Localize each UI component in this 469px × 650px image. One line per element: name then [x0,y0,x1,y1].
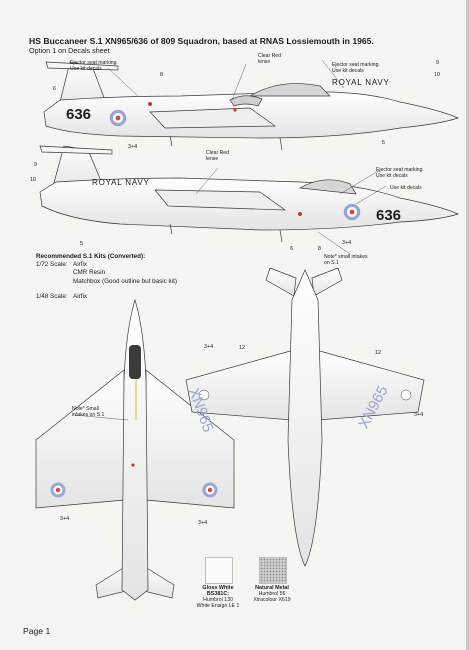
red-lens-upper [131,463,135,467]
callout-ejector-1: Ejector seat marking.Use kit decals [70,60,118,72]
callout-text: on S.1 [324,260,339,266]
kit-row: Matchbox (Good outline but basic kit) [36,278,177,286]
ref-12-a: 12 [239,345,245,351]
royal-navy-marking-1: ROYAL NAVY [332,78,390,87]
plan-view-upper [35,298,235,601]
kit-row: CMR Resin [36,269,177,277]
kits-heading: Recommended S.1 Kits (Converted): [36,253,146,260]
callout-use-kit-2: Use kit decals [390,185,422,191]
ref-10-b: 10 [30,177,36,183]
page-number: Page 1 [23,626,51,636]
ref-34-f: 3+4 [198,520,208,526]
callout-text: lense [206,156,219,162]
ref-34-c: 3+4 [204,344,214,350]
leader-lines [73,59,387,421]
ref-34-a: 3+4 [128,144,138,150]
roundel-lower-left [198,389,210,401]
kit-name: Airfix [73,292,87,300]
callout-text: Clear Red [258,53,281,59]
side-view-port [43,61,459,151]
ref-34-b: 3+4 [342,240,352,246]
callout-ejector-2: Ejector seat marking.Use kit decals [376,167,424,179]
swatch-metal-caption: Natural Metal Humbrol 56 Xtracolour X619 [237,585,307,603]
page-edge-shadow [466,0,469,650]
red-lens-port-2 [233,108,237,112]
roundel-upper-right [202,482,218,498]
ref-34-e: 3+4 [60,516,70,522]
ref-8-b: 8 [318,246,321,252]
callout-text: intakes on S.1 [72,412,105,418]
callout-text: Ejector seat marking. [376,167,424,173]
callout-use-kit-1: Ejector seat marking.Use kit decals [332,62,380,74]
ref-9: 9 [436,60,439,66]
page-subtitle: Option 1 on Decals sheet [29,46,110,55]
swatch-white-line2: White Ensign LE 1 [196,603,240,609]
red-lens-starboard [298,212,302,216]
kit-name: Matchbox (Good outline but basic kit) [73,277,177,285]
roundel-side-starboard [343,203,361,221]
ref-10: 10 [434,72,440,78]
callout-text: Ejector seat marking. [332,62,380,68]
callout-text: lense [258,59,271,65]
swatch-white-line1: Humbrol 130 [203,597,233,603]
kit-name: CMR Resin [73,269,106,277]
ref-34-d: 3+4 [414,412,424,418]
ref-8: 8 [160,72,163,78]
swatch-metal-line2: Xtracolour X619 [253,597,291,603]
plan-view-lower [185,267,425,567]
side-view-starboard [39,145,459,243]
callout-text: Note* small intakes [324,254,368,260]
swatch-gloss-white [205,557,233,584]
canopy-upper [129,345,141,379]
swatch-white-code: BS381C: [206,591,230,597]
callout-text: Use kit decals [70,66,102,72]
swatch-white-name: Gloss White [202,585,234,591]
roundel-side-port [109,109,127,127]
kit-row: 1/72 Scale: Airfix [36,261,177,269]
ref-5: 5 [382,140,385,146]
kit-name: Airfix [73,261,87,269]
callout-text: Use kit decals [332,68,364,74]
ref-6-b: 6 [290,246,293,252]
code-636-port: 636 [66,106,92,123]
swatch-white-caption: Gloss White BS381C: Humbrol 130 White En… [183,585,253,609]
callout-text: Note* Small [72,406,99,412]
royal-navy-marking-2: ROYAL NAVY [92,178,150,187]
ref-5-b: 5 [80,241,83,247]
kit-row: 1/48 Scale: Airfix [36,293,177,301]
page-title: HS Buccaneer S.1 XN965/636 of 809 Squadr… [29,36,374,46]
swatch-metal-line1: Humbrol 56 [258,591,286,597]
roundel-lower-right [400,389,412,401]
callout-text: Clear Red [206,150,229,156]
callout-text: Use kit decals [376,173,408,179]
red-lens-port [148,102,152,106]
ref-6: 6 [53,86,56,92]
code-636-starboard: 636 [376,207,402,224]
swatch-natural-metal [259,557,287,584]
kit-scale-172: 1/72 Scale: [36,261,68,269]
recommended-kits: Recommended S.1 Kits (Converted): 1/72 S… [36,253,177,301]
ref-12-b: 12 [375,350,381,356]
kit-scale-148: 1/48 Scale: [36,292,68,300]
callout-text: Ejector seat marking. [70,60,118,66]
roundel-upper-left [50,482,66,498]
swatch-metal-name: Natural Metal [255,585,289,591]
ref-9-b: 9 [34,162,37,168]
